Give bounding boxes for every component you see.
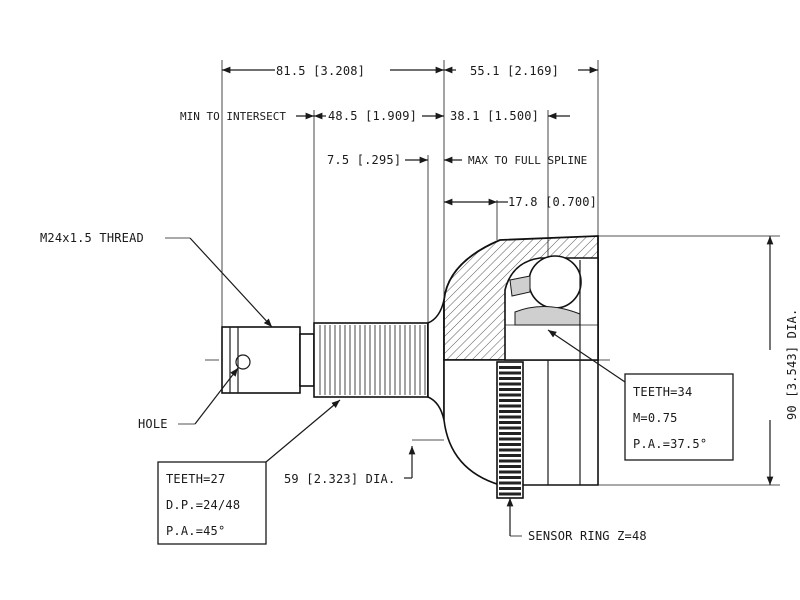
hole-icon [235, 354, 251, 370]
dim-shaft-dia: 59 [2.323] DIA. [284, 472, 395, 486]
spline-dp: D.P.=24/48 [166, 498, 240, 512]
spline-spec-box: TEETH=27 D.P.=24/48 P.A.=45° [157, 461, 267, 545]
min-to-intersect-label: MIN TO INTERSECT [180, 110, 286, 123]
ball-element [528, 255, 582, 309]
sensor-ring [496, 361, 524, 499]
splined-shaft [313, 322, 429, 398]
thread-callout: M24x1.5 THREAD [40, 231, 144, 245]
dim-overall-right: 55.1 [2.169] [470, 64, 559, 78]
threaded-end [221, 326, 315, 394]
hole-callout: HOLE [138, 417, 168, 431]
dim-intersect: 48.5 [1.909] [328, 109, 417, 123]
inner-spec-box: TEETH=34 M=0.75 P.A.=37.5° [624, 373, 734, 461]
callout-leaders [165, 237, 626, 537]
inner-pa: P.A.=37.5° [633, 437, 707, 451]
inner-module: M=0.75 [633, 411, 678, 425]
spline-teeth: TEETH=27 [166, 472, 225, 486]
sensor-ring-callout: SENSOR RING Z=48 [528, 529, 647, 543]
inner-teeth: TEETH=34 [633, 385, 692, 399]
dim-overall-left: 81.5 [3.208] [276, 64, 365, 78]
dim-outer-dia: 90 [3.543] DIA. [785, 309, 799, 420]
max-to-full-spline-label: MAX TO FULL SPLINE [468, 154, 587, 167]
dimension-lines [221, 60, 774, 485]
dim-shoulder: 7.5 [.295] [327, 153, 401, 167]
dim-spline: 38.1 [1.500] [450, 109, 539, 123]
dim-ring-offset: 17.8 [0.700] [508, 195, 597, 209]
spline-pa: P.A.=45° [166, 524, 225, 538]
